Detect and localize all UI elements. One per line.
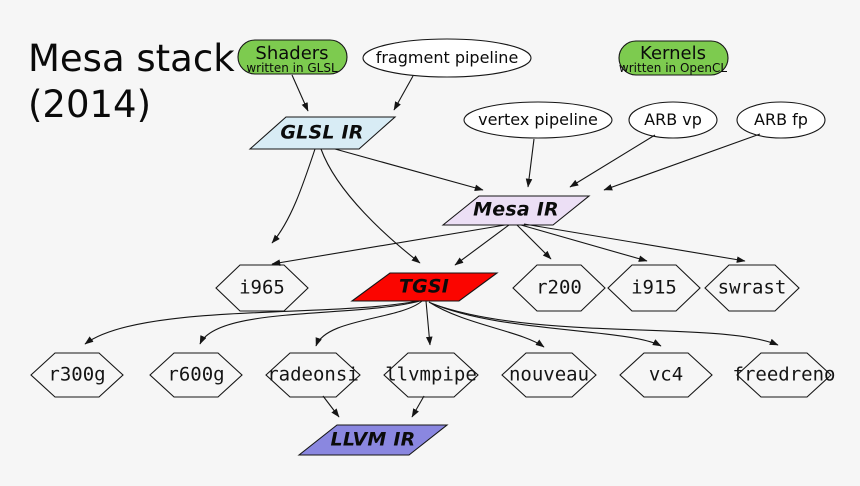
- diagram-title: Mesa stack (2014): [28, 36, 235, 128]
- r200-node-shape: [512, 264, 606, 312]
- llvm-ir-node-shape: [297, 424, 449, 456]
- vc4-node-shape: [619, 352, 713, 398]
- edge-tgsi-to-vc4: [430, 302, 662, 347]
- edge-glsl-ir-to-tgsi: [320, 148, 421, 264]
- arb-vp-node-shape: [628, 101, 718, 139]
- shaders-node-shape: [237, 39, 348, 75]
- diagram-title-line2: (2014): [28, 83, 152, 126]
- freedreno-node-shape: [736, 352, 832, 398]
- edge-arb-vp-to-mesa-ir: [569, 134, 656, 188]
- arb-fp-node-shape: [736, 101, 826, 139]
- edge-tgsi-to-r600g: [199, 300, 421, 345]
- vertex-pipeline-node-shape: [463, 101, 613, 139]
- mesa-ir-node-shape: [441, 195, 591, 226]
- i915-node-shape: [607, 264, 701, 312]
- edge-arb-fp-to-mesa-ir: [603, 133, 761, 191]
- r300g-node-shape: [30, 352, 124, 398]
- edge-mesa-ir-to-r200: [516, 224, 552, 260]
- edge-tgsi-to-radeonsi: [315, 300, 423, 347]
- edge-mesa-ir-to-i965: [271, 224, 506, 266]
- kernels-node-shape: [618, 40, 729, 76]
- tgsi-node-shape: [350, 272, 499, 302]
- edge-mesa-ir-to-swrast: [523, 223, 746, 263]
- i965-node-shape: [215, 264, 309, 312]
- edge-radeonsi-to-llvm-ir: [322, 395, 340, 418]
- diagram-title-line1: Mesa stack: [28, 37, 235, 80]
- node-shapes: [30, 38, 832, 456]
- r600g-node-shape: [149, 352, 243, 398]
- edge-mesa-ir-to-i915: [520, 224, 648, 262]
- edge-fragment-pipeline-to-glsl-ir: [393, 75, 414, 111]
- edge-glsl-ir-to-mesa-ir: [334, 148, 484, 191]
- radeonsi-node-shape: [265, 352, 361, 398]
- edge-tgsi-to-llvmpipe: [425, 300, 433, 346]
- edge-shaders-to-glsl-ir: [291, 74, 309, 112]
- edge-tgsi-to-freedreno: [432, 303, 779, 346]
- glsl-ir-node-shape: [248, 116, 397, 150]
- llvmpipe-node-shape: [383, 352, 479, 398]
- swrast-node-shape: [704, 264, 800, 312]
- edge-mesa-ir-to-tgsi: [454, 224, 510, 266]
- edge-vertex-pipeline-to-mesa-ir: [525, 138, 535, 188]
- edge-glsl-ir-to-i965: [271, 148, 316, 244]
- fragment-pipeline-node-shape: [362, 38, 532, 78]
- nouveau-node-shape: [501, 352, 597, 398]
- edge-tgsi-to-nouveau: [428, 301, 545, 348]
- edge-tgsi-to-r300g: [84, 300, 419, 345]
- edges: [84, 74, 779, 418]
- edge-llvmpipe-to-llvm-ir: [411, 395, 425, 418]
